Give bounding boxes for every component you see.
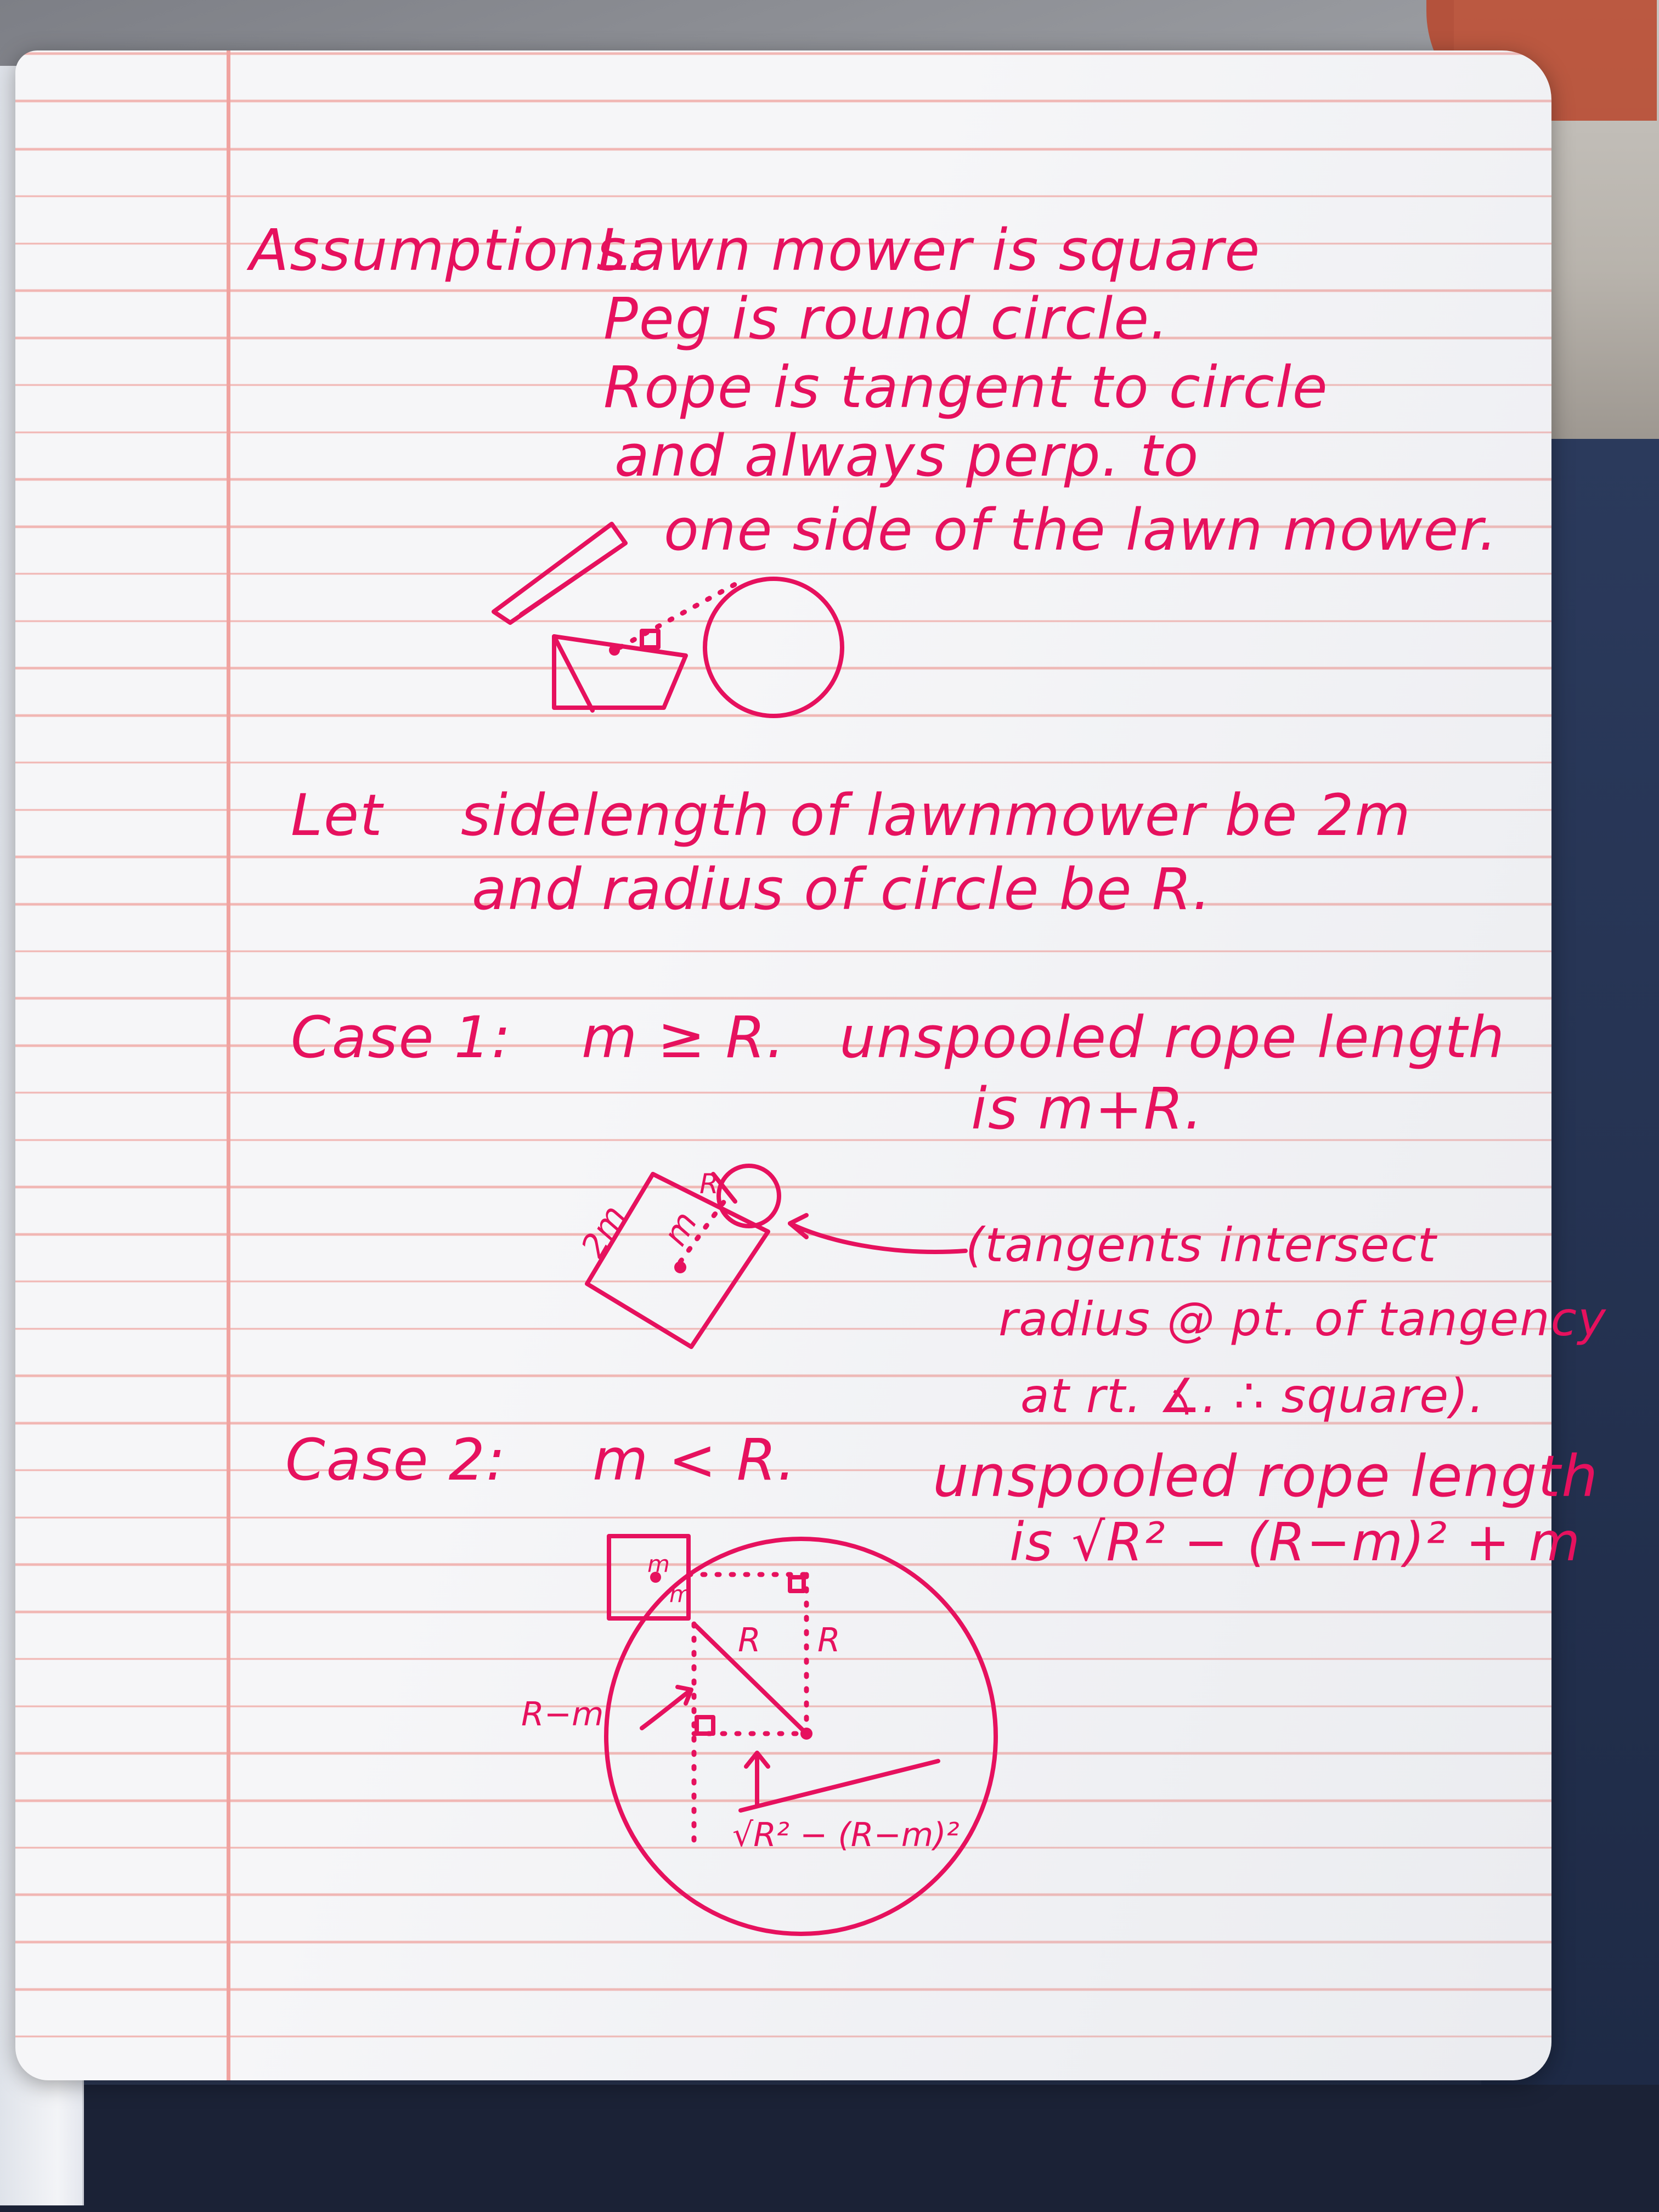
mower-peg-diagram xyxy=(492,522,844,718)
mower-edge xyxy=(552,634,595,713)
let-label: Let xyxy=(291,782,383,849)
case2-r-diag-label: R xyxy=(738,1621,761,1660)
case2-result-line-1: unspooled rope length xyxy=(933,1443,1599,1510)
right-angle-mark xyxy=(640,629,661,650)
case1-peg-circle xyxy=(716,1164,781,1228)
mower-center-dot xyxy=(609,645,620,656)
case1-note-line-3: at rt. ∡. ∴ square). xyxy=(1020,1369,1486,1424)
assumption-line-1: Lawn mower is square xyxy=(598,217,1261,284)
case1-result-line-1: unspooled rope length xyxy=(839,1004,1506,1071)
case1-radius xyxy=(711,1172,737,1204)
case2-arrow-right xyxy=(640,1685,693,1730)
case2-arrow-up xyxy=(744,1751,770,1807)
case2-circle-center xyxy=(800,1728,812,1740)
case2-right-angle-1 xyxy=(695,1715,715,1736)
case1-note-line-1: (tangents intersect xyxy=(966,1218,1437,1273)
mower-handle xyxy=(492,522,628,625)
case2-bottom-label: √R² − (R−m)² xyxy=(732,1816,960,1854)
case1-side-label: 2m xyxy=(574,1199,634,1264)
case2-condition: m < R. xyxy=(592,1426,797,1493)
definition-line-1: sidelength of lawnmower be 2m xyxy=(461,782,1412,849)
assumption-line-2: Peg is round circle. xyxy=(603,285,1170,352)
case2-mower-center xyxy=(650,1572,661,1583)
assumption-line-4: and always perp. to xyxy=(614,422,1200,489)
case2-diagram: m m R R R−m √R² − (R−m)² xyxy=(521,1534,998,1936)
case2-peg-circle xyxy=(604,1537,998,1936)
case1-note-line-2: radius @ pt. of tangency xyxy=(998,1292,1607,1347)
case1-half-side xyxy=(678,1199,727,1265)
case1-radius-label: R xyxy=(699,1168,719,1200)
peg-circle xyxy=(703,577,844,718)
assumption-line-5: one side of the lawn mower. xyxy=(664,496,1498,563)
mower-handle-line xyxy=(519,541,628,617)
case1-arrow-head xyxy=(788,1213,809,1239)
bottom-background xyxy=(0,2085,1659,2212)
assumptions-label: Assumptions: xyxy=(250,217,648,284)
definition-line-2: and radius of circle be R. xyxy=(472,856,1212,923)
case1-mower-square xyxy=(585,1172,770,1349)
assumption-line-3: Rope is tangent to circle xyxy=(603,354,1329,421)
case1-condition: m ≥ R. xyxy=(582,1004,786,1071)
case2-radius-diag xyxy=(692,1622,809,1736)
notebook-page xyxy=(15,50,1551,2080)
case2-label: Case 2: xyxy=(285,1426,506,1493)
case2-m-side-label: m xyxy=(669,1581,692,1607)
case2-right-angle-2 xyxy=(788,1575,806,1593)
case2-result-line-2: is √R² − (R−m)² + m xyxy=(1009,1511,1582,1573)
case2-r-minus-m-label: R−m xyxy=(521,1695,603,1734)
case1-label: Case 1: xyxy=(291,1004,512,1071)
rope-dotted xyxy=(617,582,738,650)
case1-half-label: m xyxy=(656,1205,705,1252)
case1-diagram: 2m m R xyxy=(574,1164,968,1349)
case2-m-top-label: m xyxy=(647,1550,670,1577)
case1-center-dot xyxy=(674,1261,686,1273)
case1-result-line-2: is m+R. xyxy=(971,1075,1204,1142)
case1-arrow-line xyxy=(788,1221,968,1254)
case2-bottom-line xyxy=(738,1759,940,1813)
case2-r-vert-label: R xyxy=(817,1621,840,1660)
